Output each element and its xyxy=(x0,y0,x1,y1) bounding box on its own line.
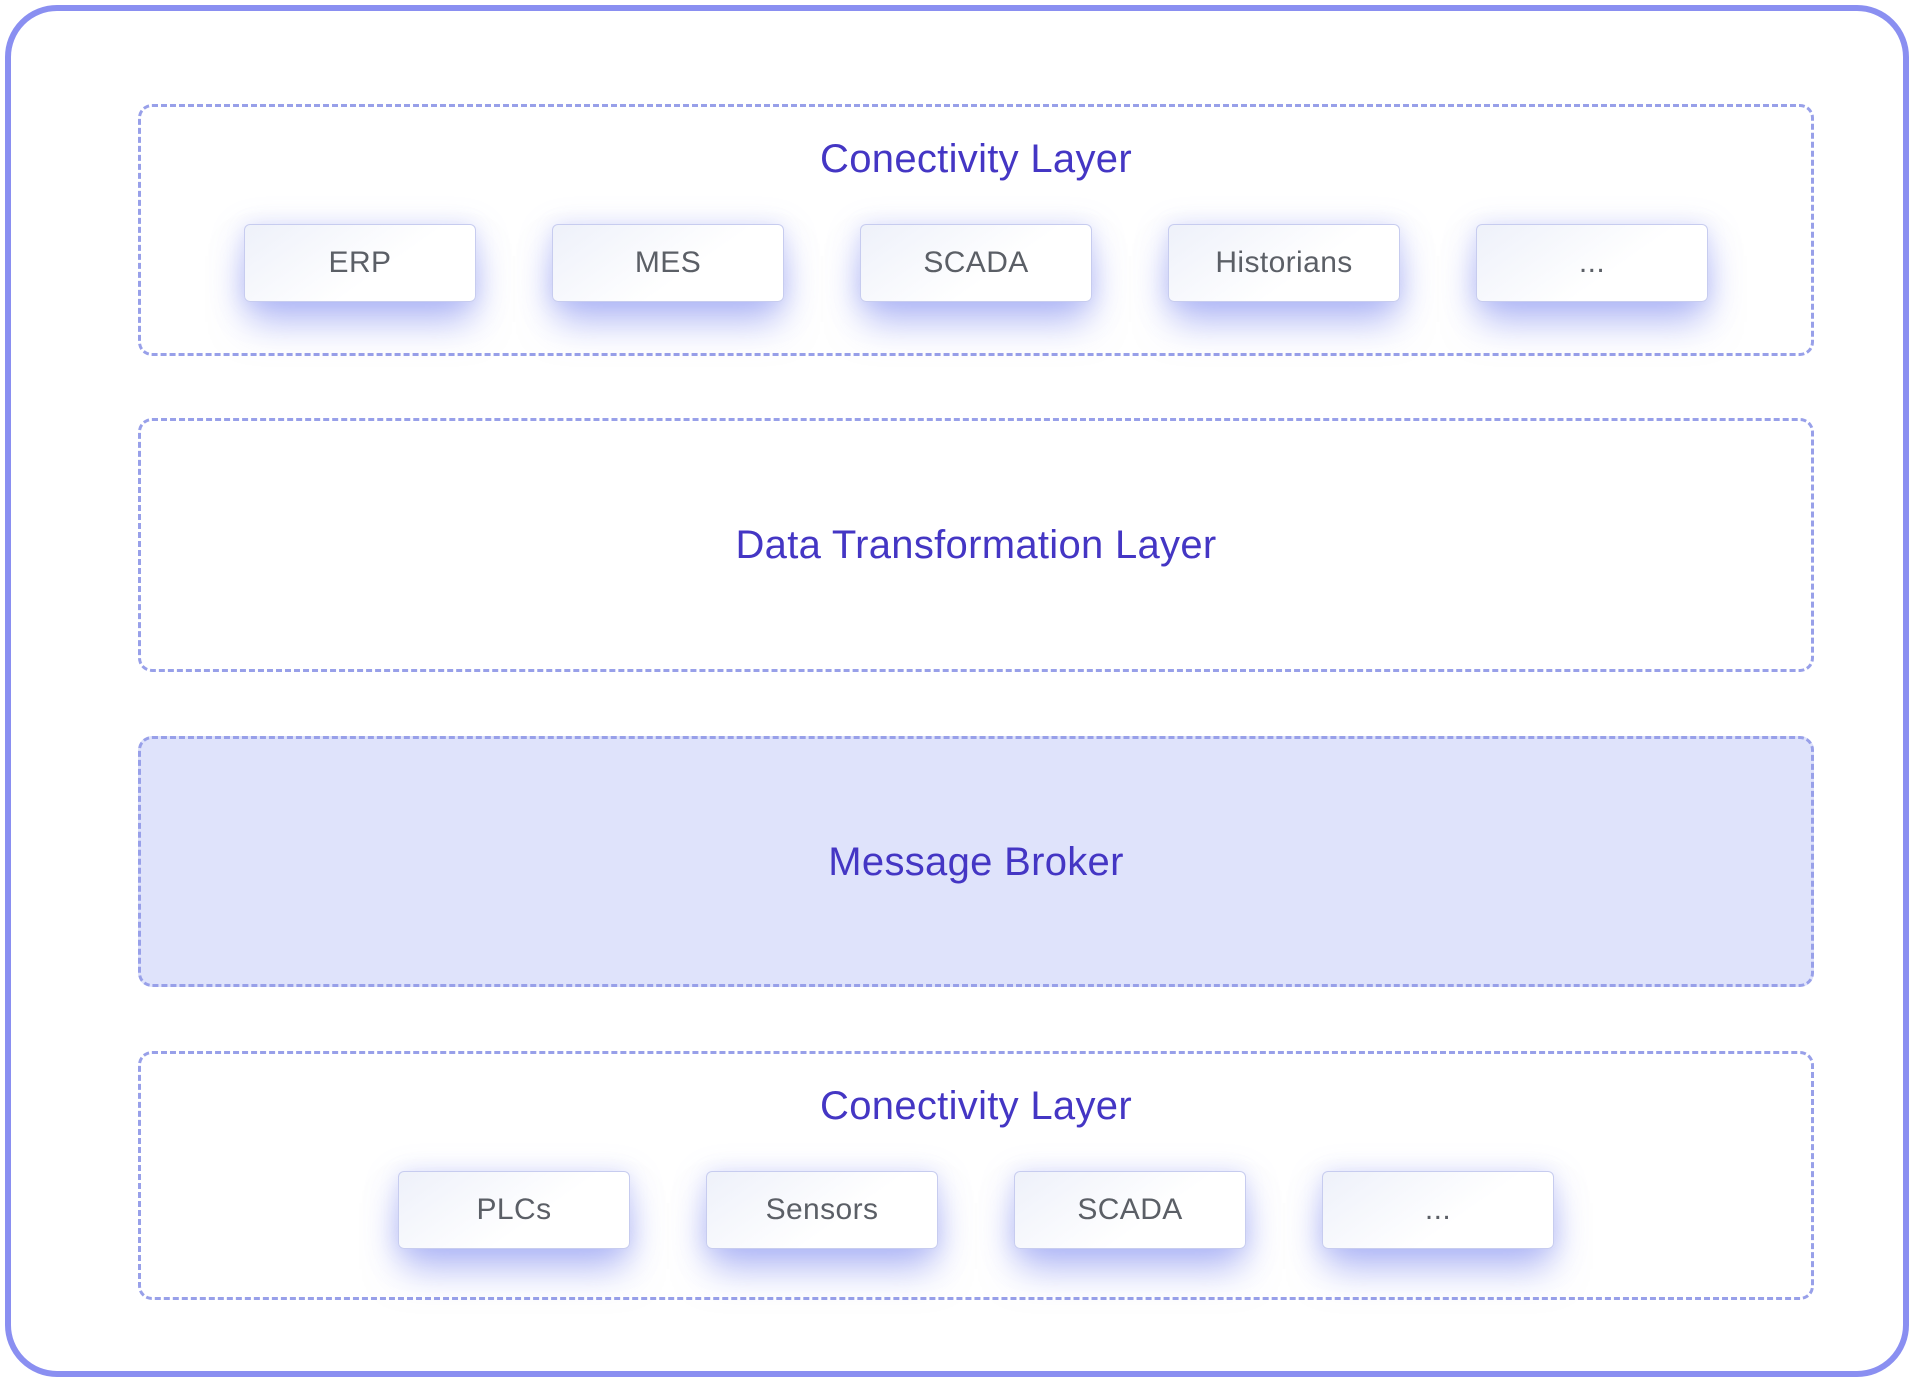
connectivity-layer-top-title: Conectivity Layer xyxy=(820,137,1132,181)
connectivity-layer-bottom-title: Conectivity Layer xyxy=(820,1084,1132,1128)
connectivity-layer-top: Conectivity Layer ERP MES SCADA Historia… xyxy=(138,104,1814,356)
chip-ellipsis-top: ... xyxy=(1476,224,1708,302)
chip-historians: Historians xyxy=(1168,224,1400,302)
connectivity-layer-top-chip-row: ERP MES SCADA Historians ... xyxy=(244,224,1708,302)
connectivity-layer-bottom: Conectivity Layer PLCs Sensors SCADA ... xyxy=(138,1051,1814,1300)
message-broker-title: Message Broker xyxy=(828,839,1124,884)
outer-frame: Conectivity Layer ERP MES SCADA Historia… xyxy=(5,5,1909,1377)
data-transformation-layer: Data Transformation Layer xyxy=(138,418,1814,672)
chip-plcs: PLCs xyxy=(398,1171,630,1249)
message-broker: Message Broker xyxy=(138,736,1814,987)
chip-ellipsis-bottom: ... xyxy=(1322,1171,1554,1249)
chip-scada-top: SCADA xyxy=(860,224,1092,302)
chip-scada-bottom: SCADA xyxy=(1014,1171,1246,1249)
chip-mes: MES xyxy=(552,224,784,302)
connectivity-layer-bottom-chip-row: PLCs Sensors SCADA ... xyxy=(398,1171,1554,1249)
data-transformation-layer-title: Data Transformation Layer xyxy=(735,523,1217,567)
chip-erp: ERP xyxy=(244,224,476,302)
chip-sensors: Sensors xyxy=(706,1171,938,1249)
